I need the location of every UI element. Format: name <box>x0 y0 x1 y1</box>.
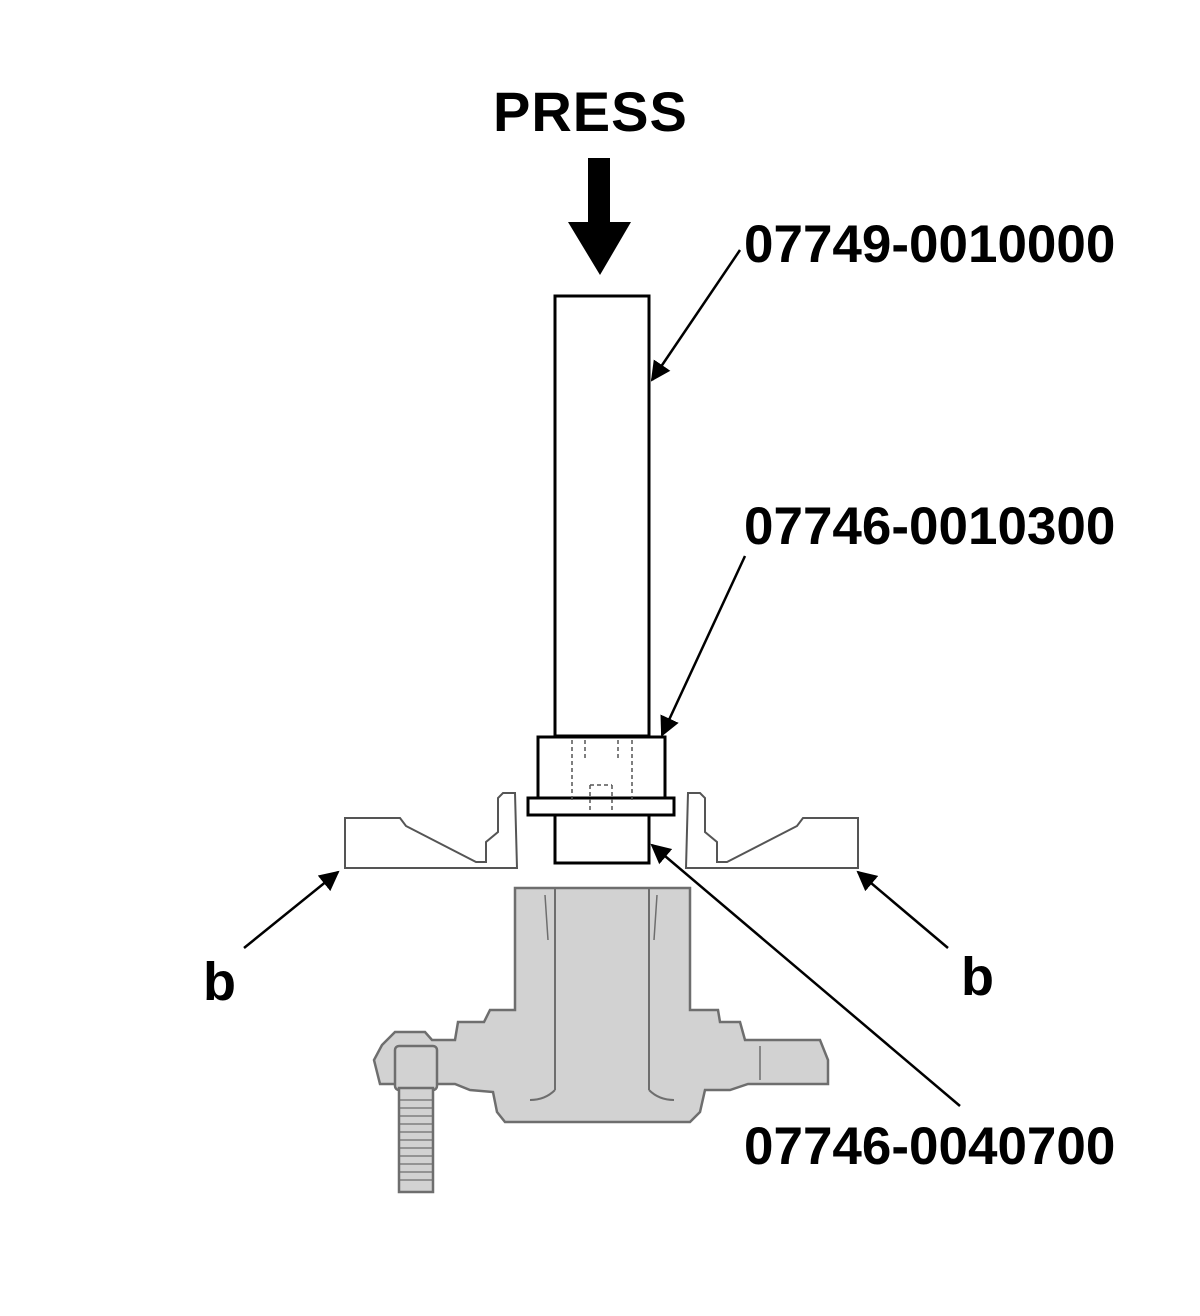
callout-b-right: b <box>961 947 994 1007</box>
leader-driver <box>650 249 742 382</box>
leader-attachment <box>660 555 747 737</box>
hub-bolt <box>393 1044 439 1194</box>
attachment <box>526 735 676 817</box>
part-number-driver: 07749-0010000 <box>744 215 1116 274</box>
part-number-attachment: 07746-0010300 <box>744 497 1116 556</box>
leader-b-right <box>856 870 949 949</box>
leader-b-left <box>243 870 340 949</box>
press-arrow <box>568 158 631 275</box>
support-plate-right <box>684 792 859 869</box>
driver-shaft <box>553 294 651 738</box>
callout-b-left: b <box>203 952 236 1012</box>
press-label: PRESS <box>493 80 688 143</box>
pilot <box>553 813 651 865</box>
part-number-pilot: 07746-0040700 <box>744 1117 1116 1176</box>
support-plate-left <box>344 792 519 869</box>
leader-pilot <box>650 843 961 1107</box>
hub-assembly <box>372 886 830 1124</box>
